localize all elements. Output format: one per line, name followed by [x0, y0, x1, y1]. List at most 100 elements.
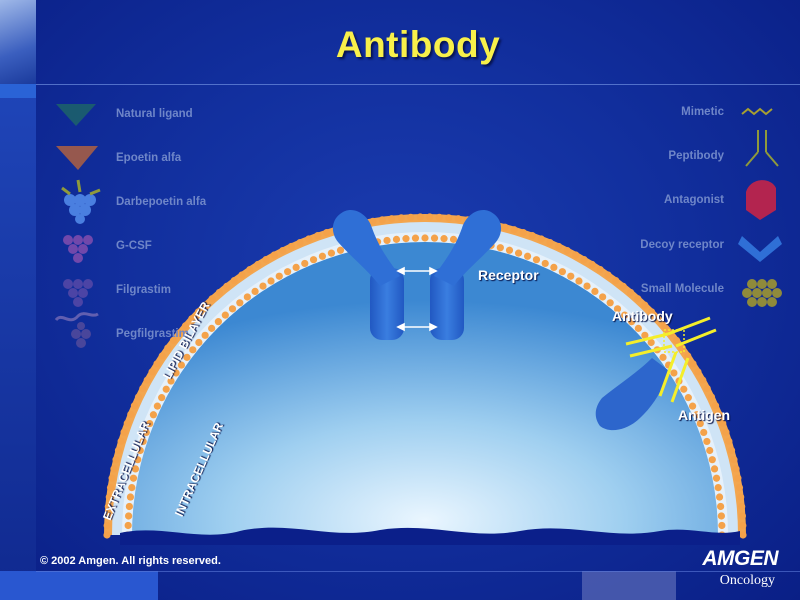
lipid-head: [172, 369, 180, 377]
lipid-head: [195, 338, 203, 347]
lipid-head: [583, 282, 591, 290]
lipid-head: [275, 272, 283, 280]
lipid-head: [318, 252, 327, 260]
lipid-head: [717, 512, 725, 520]
lipid-head: [613, 305, 622, 313]
lipid-head: [215, 288, 223, 297]
lipid-head: [123, 419, 131, 427]
lipid-head: [435, 213, 443, 221]
lipid-head: [279, 246, 287, 255]
lipid-head: [558, 268, 566, 276]
lipid-head: [188, 315, 196, 323]
lipid-head: [684, 394, 692, 402]
lipid-head: [580, 256, 588, 264]
antigen-label: Antigen: [678, 407, 731, 423]
lipid-head: [164, 344, 172, 352]
lipid-head: [567, 272, 575, 280]
cell-bottom-edge: [120, 527, 740, 545]
lipid-head: [110, 465, 118, 473]
receptor-shape: [332, 209, 502, 340]
lipid-head: [706, 446, 714, 455]
lipid-head: [149, 411, 158, 419]
lipid-head: [641, 301, 649, 309]
lipid-head: [734, 474, 742, 482]
lipid-head: [730, 456, 738, 464]
decoy-receptor-icon: [738, 236, 782, 262]
lipid-head: [680, 385, 688, 393]
lipid-head: [130, 402, 139, 410]
lipid-head: [106, 484, 115, 492]
lipid-head: [588, 260, 596, 269]
lipid-head: [158, 352, 166, 360]
lipid-head: [117, 437, 125, 445]
lipid-head: [124, 521, 132, 530]
lipid-head: [131, 465, 140, 473]
lipid-head: [659, 353, 667, 361]
legend-pegfilgrastim: Pegfilgrastim: [116, 328, 189, 340]
antibody-shape: [625, 316, 717, 403]
lipid-head: [563, 246, 571, 255]
lipid-head: [139, 384, 147, 393]
lipid-head: [449, 235, 458, 243]
lipid-head: [407, 213, 415, 221]
lipid-head: [397, 214, 405, 222]
lipid-head: [696, 419, 704, 428]
lipid-head: [177, 361, 186, 369]
lipid-head: [672, 336, 681, 345]
lipid-head: [208, 295, 216, 303]
lipid-head: [309, 256, 318, 264]
legend-mimetic: Mimetic: [681, 106, 724, 118]
lipid-head: [104, 502, 112, 511]
lipid-head: [388, 215, 396, 223]
lipid-head: [688, 402, 697, 410]
lipid-head: [270, 251, 278, 259]
lipid-head: [153, 402, 162, 410]
lipid-head: [369, 217, 377, 225]
lipid-head: [201, 331, 209, 339]
legend-small-molecule: Small Molecule: [640, 283, 724, 295]
lipid-head: [710, 465, 719, 473]
filgrastim-icon: [63, 279, 93, 307]
lipid-head: [378, 216, 386, 224]
lipid-head: [169, 336, 178, 345]
lipid-head: [689, 360, 697, 368]
lipid-head: [230, 276, 238, 285]
lipid-head: [621, 311, 629, 319]
side-accent: [0, 84, 36, 98]
lipid-head: [125, 502, 133, 511]
lipid-head: [711, 402, 720, 410]
lipid-head: [284, 268, 292, 276]
lipid-head: [501, 223, 509, 231]
lipid-head: [604, 271, 612, 279]
lipid-head: [262, 256, 270, 264]
lipid-head: [323, 228, 331, 237]
lipid-head: [292, 263, 300, 272]
corner-decoration: [0, 0, 36, 84]
lipid-head: [254, 260, 262, 269]
lipid-head: [647, 308, 656, 316]
lipid-head: [139, 437, 147, 446]
peptibody-icon: [745, 130, 779, 167]
lipid-head: [654, 315, 662, 323]
lipid-head: [416, 213, 424, 221]
lipid-head: [694, 368, 702, 376]
legend-g-csf: G-CSF: [116, 240, 152, 252]
lipid-head: [183, 353, 191, 361]
antigen-shape: [595, 358, 668, 431]
lipid-head: [243, 293, 251, 301]
lipid-head: [103, 512, 112, 520]
lipid-head: [214, 318, 222, 326]
lipid-head: [103, 531, 111, 539]
lipid-head: [703, 384, 711, 393]
lipid-head: [402, 235, 410, 243]
lipid-head: [146, 419, 154, 428]
lipid-head: [287, 242, 295, 251]
footer-divider: [36, 571, 800, 572]
lipid-head: [421, 234, 429, 242]
lipid-head: [739, 521, 747, 530]
epoetin-alfa-icon: [56, 146, 98, 170]
lipid-head: [305, 235, 313, 243]
lipid-head: [591, 287, 599, 296]
lipid-head: [634, 295, 642, 303]
lipid-head: [703, 437, 711, 446]
